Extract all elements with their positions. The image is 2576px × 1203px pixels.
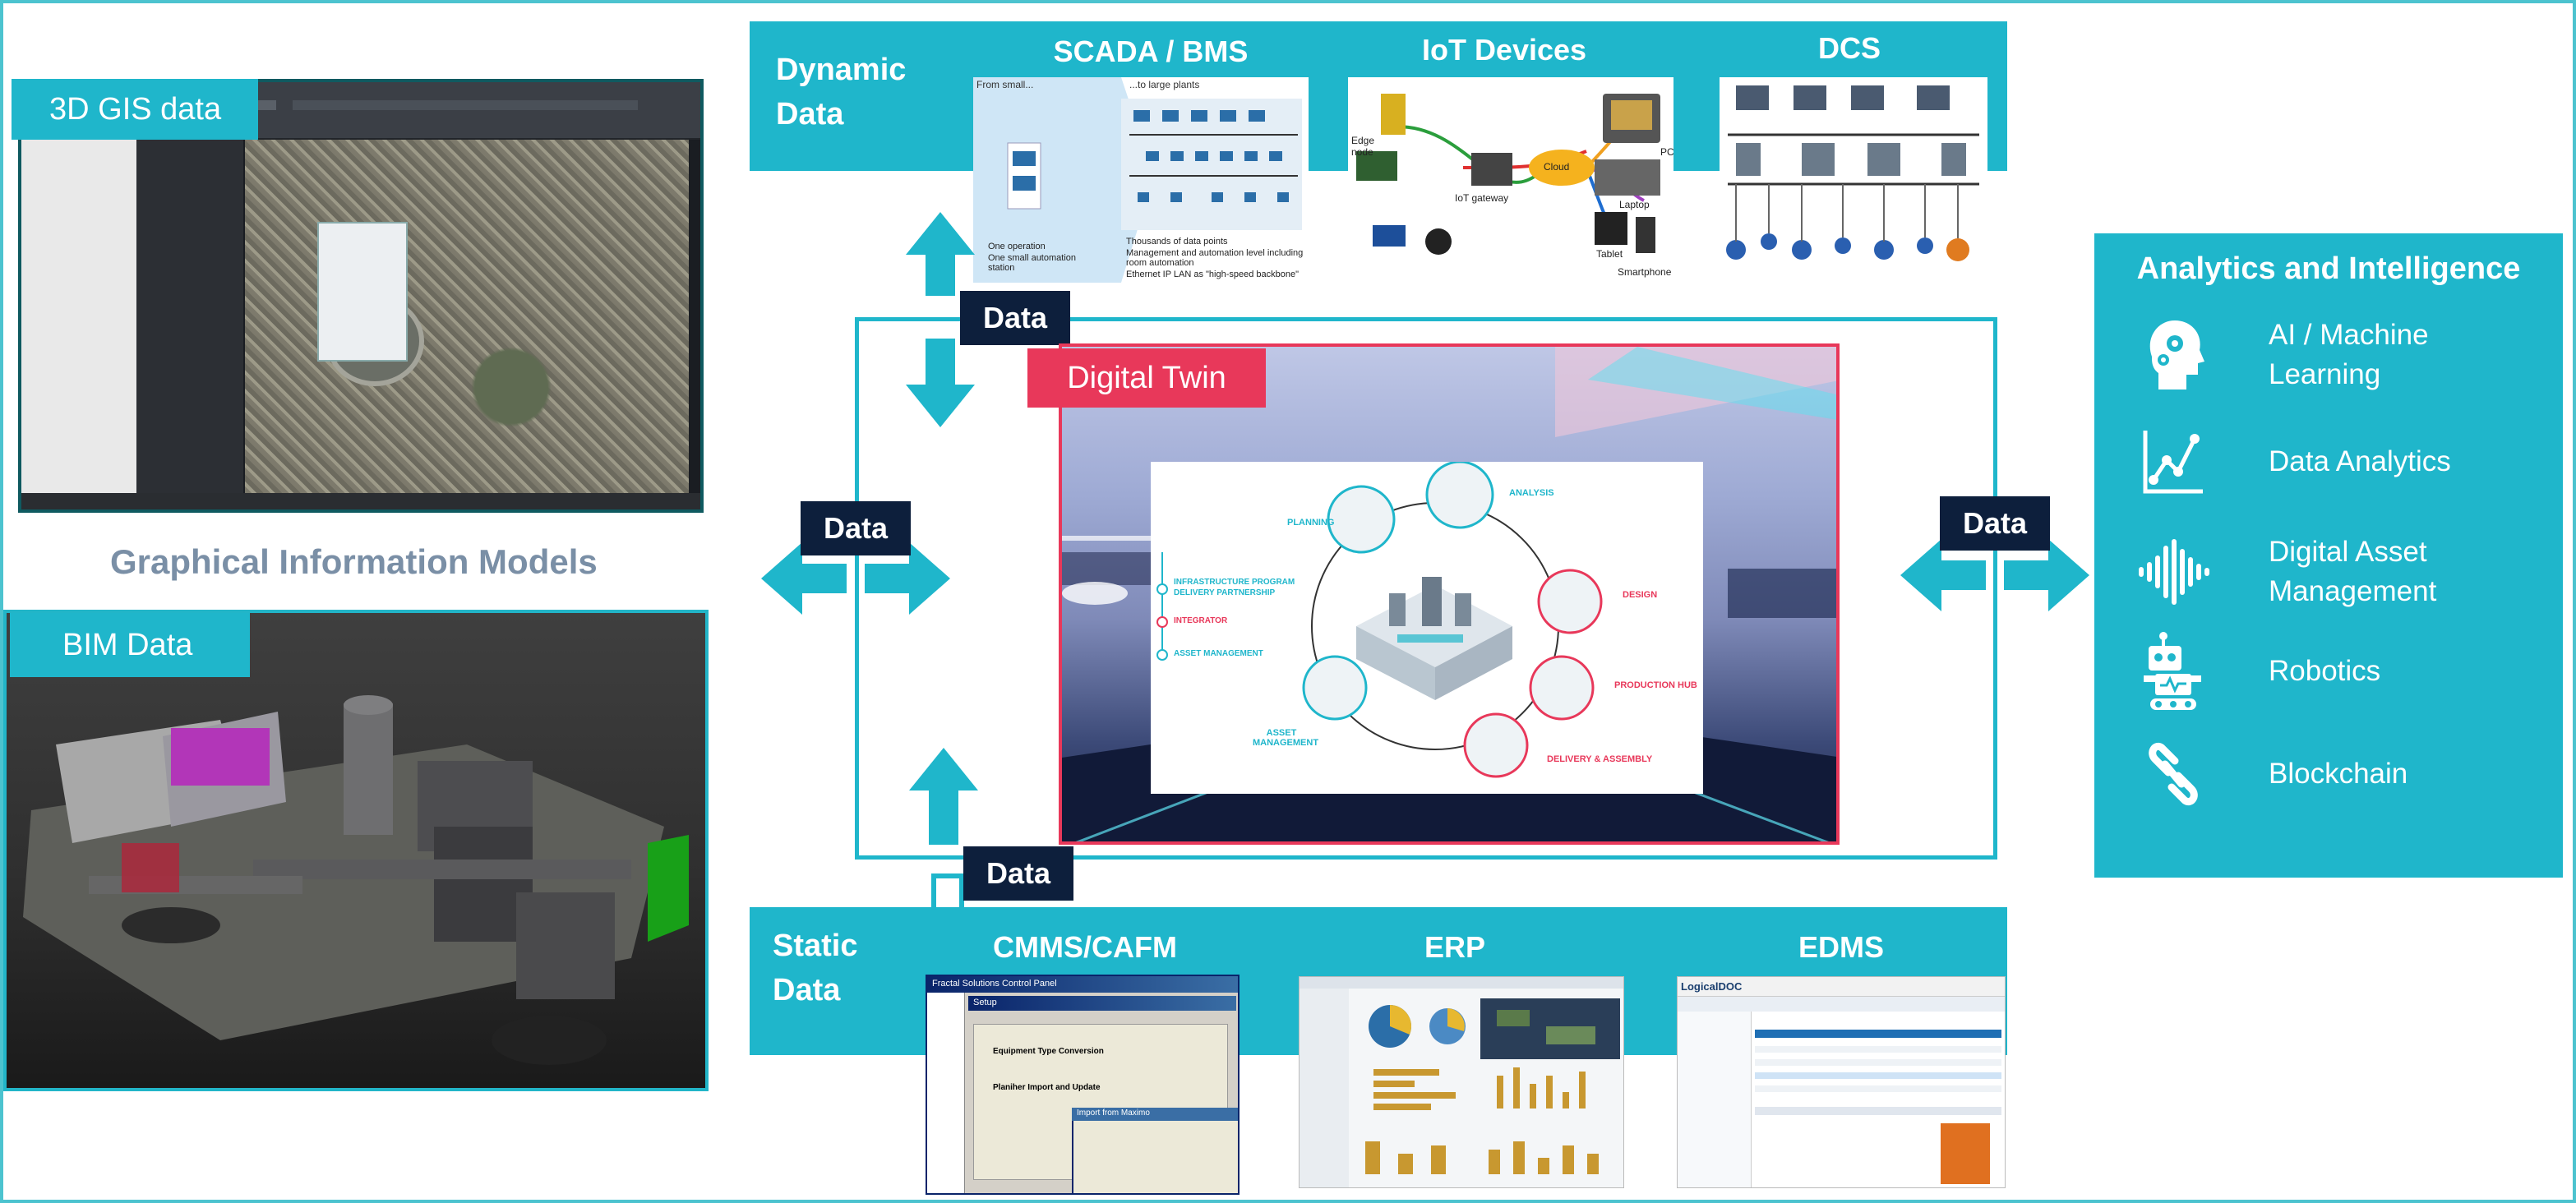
data-tag-right-text: Data [1962, 506, 2028, 540]
digital-twin-image: PLANNING ANALYSIS DESIGN PRODUCTION HUB … [1059, 343, 1840, 845]
erp-title: ERP [1424, 930, 1486, 964]
data-tag-bottom: Data [963, 846, 1073, 901]
analytics-item-digital-asset: Digital Asset Management [2137, 532, 2436, 611]
scada-note-2: One small automation station [988, 253, 1076, 273]
iot-pc-label: PC [1660, 146, 1673, 158]
ring-analysis: ANALYSIS [1509, 488, 1554, 498]
left-item-integrator: INTEGRATOR [1174, 616, 1228, 625]
data-analytics-label: Data Analytics [2269, 445, 2451, 477]
iot-devices-title: IoT Devices [1421, 33, 1587, 67]
left-item-ipdp: INFRASTRUCTURE PROGRAM DELIVERY PARTNERS… [1174, 578, 1295, 597]
dcs-image [1720, 77, 1987, 279]
dcs-title: DCS [1817, 31, 1881, 65]
digital-asset-label-line1: Digital Asset [2269, 536, 2427, 568]
static-title-line1: Static [773, 929, 858, 963]
cmms-setup-title: Setup [973, 998, 997, 1007]
gis-screenshot [18, 79, 704, 513]
sound-wave-icon [2139, 539, 2209, 605]
iot-cloud-label: Cloud [1544, 161, 1570, 173]
ring-design: DESIGN [1623, 590, 1658, 600]
static-data-title: Static Data [773, 924, 857, 1012]
aerial-map-image [245, 140, 689, 493]
gis-data-label: 3D GIS data [12, 79, 258, 140]
cmms-window-title: Fractal Solutions Control Panel [932, 979, 1057, 989]
graphical-information-models-label: Graphical Information Models [110, 542, 598, 581]
robotics-label: Robotics [2269, 655, 2381, 687]
chart-line-icon [2143, 431, 2203, 494]
analytics-item-blockchain: Blockchain [2144, 740, 2407, 809]
data-tag-left: Data [801, 501, 911, 555]
analytics-item-ai: AI / Machine Learning [2140, 314, 2429, 396]
scada-bms-title: SCADA / BMS [1053, 35, 1249, 68]
bim-data-label: BIM Data [10, 613, 250, 677]
bim-data-label-text: BIM Data [62, 627, 193, 662]
edms-brand-logo: LogicalDOC [1681, 980, 1743, 993]
dynamic-data-title: Dynamic Data [776, 48, 906, 136]
gis-dialog [317, 222, 408, 362]
data-tag-top-text: Data [982, 301, 1048, 334]
cmms-dialog-title: Import from Maximo [1077, 1109, 1150, 1118]
blockchain-label: Blockchain [2269, 758, 2408, 790]
left-item-asset-management: ASSET MANAGEMENT [1174, 649, 1263, 658]
scada-small-label: From small... [976, 79, 1034, 90]
iot-laptop-label: Laptop [1619, 199, 1650, 210]
static-title-line2: Data [773, 973, 841, 1007]
digital-twin-card: PLANNING ANALYSIS DESIGN PRODUCTION HUB … [1151, 462, 1703, 794]
dynamic-title-line1: Dynamic [776, 53, 907, 87]
scada-bms-image: From small... ...to large plants One ope… [973, 77, 1309, 283]
analytics-panel: Analytics and Intelligence AI / Machine … [2094, 233, 2563, 878]
bim-screenshot [3, 610, 709, 1091]
analytics-title: Analytics and Intelligence [2136, 251, 2521, 286]
bim-model-drawing [23, 695, 689, 1065]
edms-title: EDMS [1798, 930, 1884, 964]
scada-note-3: Thousands of data points [1126, 237, 1228, 247]
scada-note-1: One operation [988, 242, 1046, 251]
ai-label-line1: AI / Machine [2269, 319, 2429, 351]
data-tag-left-text: Data [823, 511, 889, 545]
iot-edge-label: Edge node [1351, 135, 1375, 158]
scada-large-label: ...to large plants [1129, 79, 1200, 90]
digital-twin-frame [855, 317, 1997, 860]
ring-production-hub: PRODUCTION HUB [1614, 680, 1697, 690]
erp-screenshot [1299, 976, 1624, 1188]
digital-twin-label: Digital Twin [1027, 348, 1266, 408]
gis-data-label-text: 3D GIS data [49, 91, 222, 127]
ring-asset-management: ASSET MANAGEMENT [1253, 728, 1319, 748]
iot-devices-image: Cloud IoT gateway Edge node PC Laptop Ta… [1348, 77, 1673, 283]
iot-gateway-label: IoT gateway [1455, 192, 1509, 204]
ai-label-line2: Learning [2269, 358, 2381, 390]
robot-icon [2144, 632, 2201, 710]
digital-asset-label-line2: Management [2269, 575, 2437, 607]
cmms-section-2: Planiher Import and Update [993, 1083, 1101, 1092]
iot-phone-label: Smartphone [1618, 266, 1672, 278]
data-tag-bottom-text: Data [986, 856, 1051, 890]
edms-screenshot: LogicalDOC [1677, 976, 2006, 1188]
ring-delivery-assembly: DELIVERY & ASSEMBLY [1547, 754, 1653, 764]
analytics-item-robotics: Robotics [2140, 631, 2380, 712]
scada-note-4: Management and automation level includin… [1126, 248, 1304, 268]
analytics-item-data-analytics: Data Analytics [2140, 427, 2451, 496]
digital-twin-label-text: Digital Twin [1067, 360, 1226, 395]
dynamic-title-line2: Data [776, 97, 844, 131]
cmms-screenshot: Fractal Solutions Control Panel Setup Eq… [926, 975, 1240, 1195]
chain-link-icon [2149, 743, 2198, 805]
scada-note-5: Ethernet IP LAN as "high-speed backbone" [1126, 270, 1300, 279]
ring-planning: PLANNING [1287, 518, 1335, 528]
iot-tablet-label: Tablet [1596, 248, 1623, 260]
data-tag-right: Data [1940, 496, 2050, 551]
cmms-cafm-title: CMMS/CAFM [993, 930, 1177, 964]
cmms-section-1: Equipment Type Conversion [993, 1047, 1104, 1056]
data-tag-top: Data [960, 291, 1070, 345]
brain-gear-icon [2149, 320, 2204, 389]
